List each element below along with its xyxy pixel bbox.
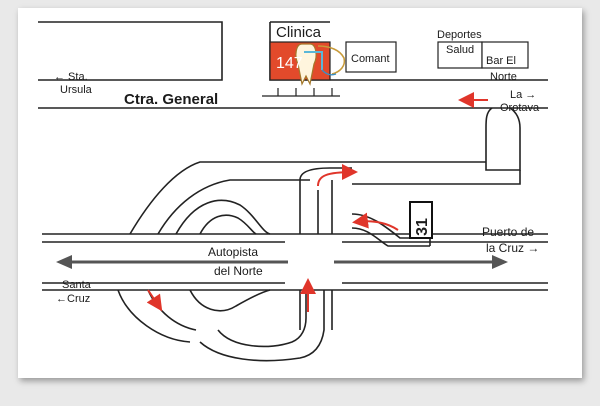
comant-box	[345, 41, 397, 73]
clinic-block	[262, 41, 397, 97]
clinic-title: Clinica	[276, 24, 322, 41]
tooth-logo-icon	[295, 43, 346, 86]
sta-ursula-label-2: Ursula	[60, 84, 93, 96]
autopista-centerline	[56, 255, 508, 269]
clinic-number: 147	[276, 55, 303, 72]
arrow-east-icon	[492, 255, 508, 269]
exit31-arrow-icon	[352, 212, 399, 231]
exit-31-sign: 31	[409, 201, 433, 239]
santa-cruz-arrow-icon	[146, 289, 163, 312]
sta-ursula-label-1: ← Sta.	[54, 71, 88, 83]
orotava-link-road	[485, 107, 521, 171]
ctra-general-label: Ctra. General	[124, 91, 218, 108]
route-arrows	[146, 58, 488, 312]
bar-el-box	[481, 41, 529, 69]
santa-cruz-ramp-inner	[147, 289, 197, 331]
right-loop-upper	[189, 289, 271, 312]
santa-cruz-ramp-outer	[117, 289, 191, 343]
bar-el-label: Bar El	[486, 55, 516, 67]
santa-cruz-label-2: ←Cruz	[56, 293, 90, 305]
left-loop-inner	[199, 214, 257, 235]
puerto-label-1: Puerto de	[482, 225, 534, 239]
upper-left-road-edge	[38, 21, 223, 81]
la-orotava-label-2: Orotava	[500, 102, 540, 114]
interchange-roads	[42, 161, 548, 362]
autopista-label-2: del Norte	[214, 264, 263, 278]
salud-label: Salud	[446, 44, 474, 56]
bridge-arrow-icon	[317, 164, 358, 187]
comant-label: Comant	[351, 53, 390, 65]
bridge-top-curve	[299, 167, 352, 181]
deportes-block	[437, 41, 529, 69]
deportes-label: Deportes	[437, 29, 482, 41]
arrow-west-icon	[56, 255, 72, 269]
south-loop-inner	[217, 290, 307, 348]
south-loop-outer	[199, 290, 325, 362]
la-orotava-label-1: La →	[510, 89, 536, 101]
norte-label: Norte	[490, 71, 517, 83]
exit-number: 31	[414, 218, 431, 236]
north-ramp-outer	[129, 161, 486, 235]
left-loop-outer	[175, 199, 271, 235]
santa-cruz-label-1: Santa	[62, 279, 92, 291]
autopista-label-1: Autopista	[208, 245, 258, 259]
puerto-label-2: la Cruz →	[486, 241, 539, 255]
east-link-edge	[352, 170, 521, 185]
salud-box	[437, 41, 483, 69]
north-ramp-inner	[157, 179, 310, 235]
clinic-entrance	[262, 88, 340, 97]
